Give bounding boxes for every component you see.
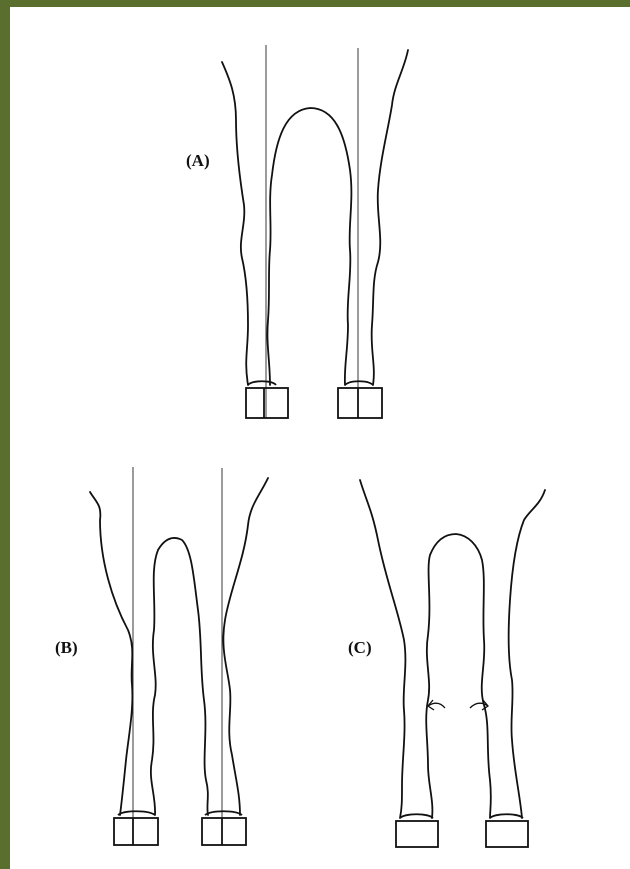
panel-c-right-arrow [470,700,488,710]
panel-b-right-hoof [202,811,246,845]
panel-a: (A) [186,45,408,418]
panel-c: (C) [348,480,545,847]
panel-b-left-hoof [114,811,158,845]
panel-c-inner-arch [426,534,491,818]
panel-b-inner-arch [151,538,208,815]
panel-a-inner-arch [267,108,351,385]
panel-c-right-hoof [486,814,528,847]
panel-c-right-leg-outer [509,490,545,818]
panel-b-right-leg-outer [223,478,268,815]
panel-a-right-leg-outer [372,50,408,385]
panel-b: (B) [55,467,268,845]
panel-c-label: (C) [348,638,372,657]
panel-a-left-leg-outer [222,62,248,385]
panel-b-label: (B) [55,638,78,657]
panel-a-right-hoof [338,381,382,418]
panel-a-left-hoof [246,381,288,418]
panel-c-left-arrow [428,700,445,710]
panel-b-left-leg-outer [90,492,132,815]
panel-c-left-hoof [396,814,438,847]
panel-a-label: (A) [186,151,210,170]
